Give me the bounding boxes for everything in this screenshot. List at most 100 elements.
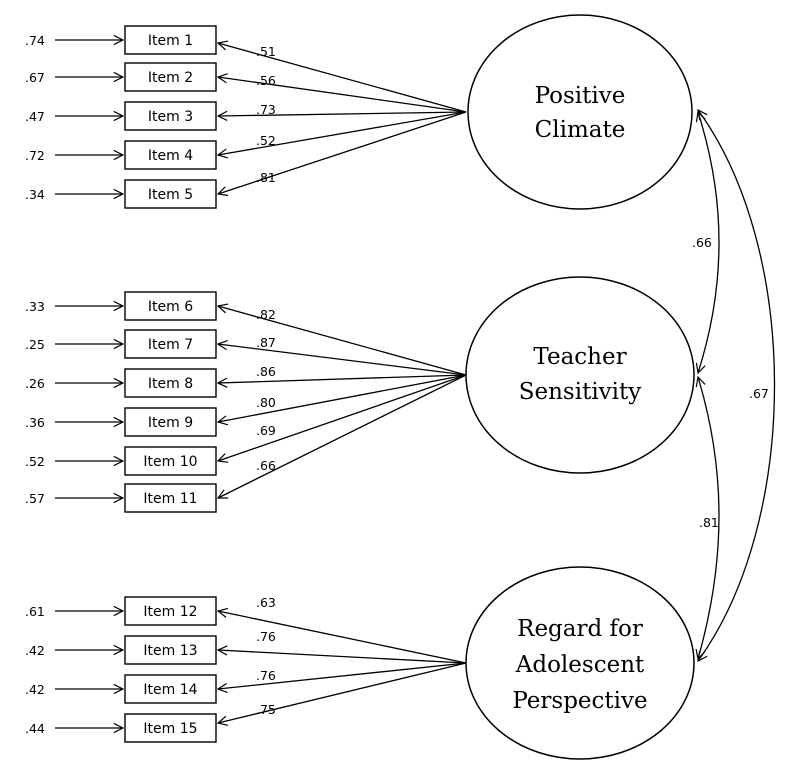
item-boxes: Item 1 Item 2 Item 3 Item 4 Item 5 Item 6 Item… (124, 25, 217, 743)
loading-label-item-9: .80 (256, 395, 276, 410)
item-rect (124, 329, 217, 359)
item-label: Item 15 (143, 721, 197, 737)
loading-label-item-15: .75 (256, 702, 276, 717)
item-box-11: Item 11 (124, 483, 217, 513)
loading-line-item-6 (218, 306, 467, 376)
factor-regard-adolescent-perspective: Regard for Adolescent Perspective (465, 566, 695, 760)
item-label: Item 4 (148, 148, 193, 164)
error-variance-label-item-4: .72 (25, 148, 45, 163)
loading-label-item-3: .73 (256, 102, 276, 117)
loading-label-item-8: .86 (256, 364, 276, 379)
item-label: Item 7 (148, 337, 193, 353)
loading-line-item-2 (218, 77, 467, 113)
factor-positive-climate: Positive Climate (467, 14, 693, 210)
item-label: Item 10 (143, 454, 197, 470)
item-rect (124, 101, 217, 131)
loading-label-item-10: .69 (256, 423, 276, 438)
item-label: Item 11 (143, 491, 197, 507)
item-box-12: Item 12 (124, 596, 217, 626)
error-arrows (55, 40, 123, 728)
item-rect (124, 446, 217, 476)
loading-labels: .51.56.73.52.81.82.87.86.80.69.66.63.76.… (256, 44, 276, 717)
error-variance-label-item-11: .57 (25, 491, 45, 506)
error-variance-label-item-1: .74 (25, 33, 45, 48)
error-variance-label-item-14: .42 (25, 682, 45, 697)
item-label: Item 8 (148, 376, 193, 392)
loading-label-item-6: .82 (256, 307, 276, 322)
item-box-2: Item 2 (124, 62, 217, 92)
item-box-13: Item 13 (124, 635, 217, 665)
item-box-7: Item 7 (124, 329, 217, 359)
item-label: Item 13 (143, 643, 197, 659)
correlation-label-positive-regard: .67 (749, 386, 769, 401)
error-labels: .74.67.47.72.34.33.25.26.36.52.57.61.42.… (25, 33, 45, 736)
error-variance-label-item-10: .52 (25, 454, 45, 469)
error-variance-label-item-5: .34 (25, 187, 45, 202)
loading-line-item-11 (218, 374, 467, 498)
correlation-label-positive-teacher: .66 (692, 235, 712, 250)
item-box-10: Item 10 (124, 446, 217, 476)
error-variance-label-item-7: .25 (25, 337, 45, 352)
item-label: Item 14 (143, 682, 197, 698)
factor-label-line1: Positive (535, 83, 626, 109)
loading-line-item-3 (218, 112, 467, 116)
error-variance-label-item-15: .44 (25, 721, 45, 736)
loading-line-item-4 (218, 111, 467, 155)
item-box-5: Item 5 (124, 179, 217, 209)
item-rect (124, 291, 217, 321)
loading-label-item-13: .76 (256, 629, 276, 644)
item-box-1: Item 1 (124, 25, 217, 55)
item-label: Item 6 (148, 299, 193, 315)
error-variance-label-item-13: .42 (25, 643, 45, 658)
item-box-15: Item 15 (124, 713, 217, 743)
factor-label-line2: Sensitivity (519, 379, 642, 405)
item-box-14: Item 14 (124, 674, 217, 704)
loading-label-item-14: .76 (256, 668, 276, 683)
loading-label-item-12: .63 (256, 595, 276, 610)
item-rect (124, 140, 217, 170)
item-label: Item 1 (148, 33, 193, 49)
loading-line-item-1 (218, 43, 467, 113)
loading-label-item-2: .56 (256, 73, 276, 88)
item-rect (124, 407, 217, 437)
factor-ellipse (467, 14, 693, 210)
item-box-3: Item 3 (124, 101, 217, 131)
factor-label-line1: Regard for (517, 616, 643, 642)
loading-line-item-13 (218, 650, 467, 664)
loading-label-item-5: .81 (256, 170, 276, 185)
loading-line-item-14 (218, 662, 467, 689)
item-label: Item 5 (148, 187, 193, 203)
loading-line-item-12 (218, 611, 467, 664)
error-variance-label-item-12: .61 (25, 604, 45, 619)
item-box-9: Item 9 (124, 407, 217, 437)
item-rect (124, 179, 217, 209)
item-label: Item 9 (148, 415, 193, 431)
item-rect (124, 596, 217, 626)
item-box-6: Item 6 (124, 291, 217, 321)
error-variance-label-item-8: .26 (25, 376, 45, 391)
factor-teacher-sensitivity: Teacher Sensitivity (465, 276, 695, 474)
loading-label-item-7: .87 (256, 335, 276, 350)
correlation-label-teacher-regard: .81 (699, 515, 719, 530)
error-variance-label-item-2: .67 (25, 70, 45, 85)
factor-ellipse (465, 276, 695, 474)
factor-label-line3: Perspective (512, 688, 647, 714)
loading-line-item-15 (218, 662, 467, 723)
factor-label-line2: Adolescent (515, 652, 645, 678)
item-rect (124, 368, 217, 398)
factor-label-line2: Climate (535, 117, 626, 143)
loading-label-item-1: .51 (256, 44, 276, 59)
item-rect (124, 483, 217, 513)
factor-ellipse (465, 566, 695, 760)
item-rect (124, 62, 217, 92)
loading-lines (218, 43, 467, 723)
loading-line-item-8 (218, 374, 467, 383)
loading-line-item-5 (218, 111, 467, 194)
correlation-curve-positive-regard (698, 110, 776, 661)
loading-line-item-10 (218, 374, 467, 461)
item-rect (124, 25, 217, 55)
correlation-curve-teacher-regard (698, 377, 720, 659)
item-label: Item 2 (148, 70, 193, 86)
item-rect (124, 713, 217, 743)
loading-line-item-7 (218, 344, 467, 376)
